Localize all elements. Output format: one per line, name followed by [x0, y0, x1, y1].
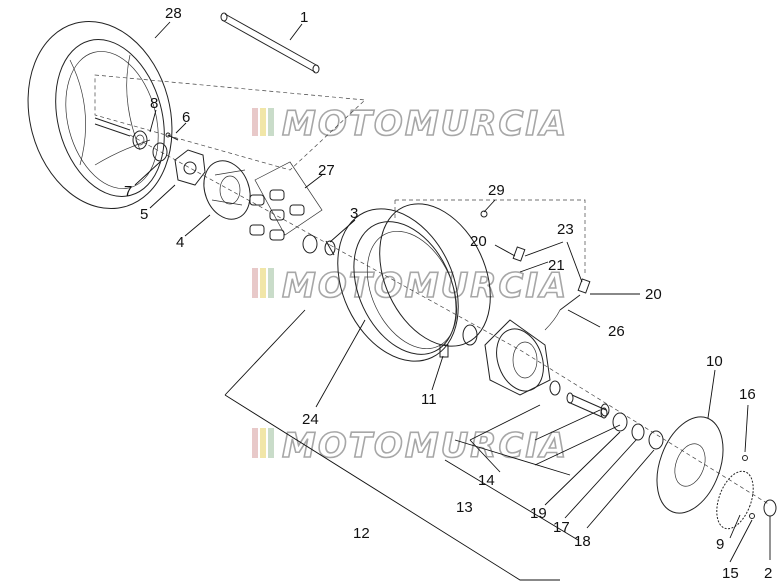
- label-part-29: 29: [488, 182, 505, 199]
- part-weight-11: [439, 344, 449, 358]
- label-part-20-b: 20: [645, 286, 662, 303]
- part-seal-7: [152, 142, 168, 162]
- label-part-8: 8: [150, 95, 158, 112]
- part-tyre: [27, 20, 173, 210]
- part-spacer-14: [566, 392, 608, 419]
- label-part-24: 24: [302, 411, 319, 428]
- part-flange-5: [174, 149, 206, 186]
- part-bearing-small: [600, 403, 610, 417]
- axis-line-left: [94, 74, 366, 171]
- leader-lines: [134, 21, 771, 581]
- part-seal-small: [549, 380, 561, 396]
- part-axle: [220, 12, 320, 74]
- label-part-15: 15: [722, 565, 739, 582]
- label-part-27: 27: [318, 162, 335, 179]
- part-dampers-27: [249, 161, 323, 241]
- label-part-23: 23: [557, 221, 574, 238]
- label-part-10: 10: [706, 353, 723, 370]
- label-part-26: 26: [608, 323, 625, 340]
- part-hub: [462, 319, 551, 396]
- svg-text:MOTOMURCIA: MOTOMURCIA: [282, 104, 568, 144]
- label-part-21: 21: [548, 257, 565, 274]
- part-bearing-8: [132, 130, 148, 150]
- label-part-5: 5: [140, 206, 148, 223]
- watermark-top: MOTOMURCIA: [252, 103, 568, 145]
- part-nut-2: [763, 499, 777, 517]
- label-part-18: 18: [574, 533, 591, 550]
- label-part-19: 19: [530, 505, 547, 522]
- label-part-1: 1: [300, 9, 308, 26]
- label-part-17: 17: [553, 519, 570, 536]
- part-drive-hub-4: [203, 160, 251, 220]
- label-part-12: 12: [353, 525, 370, 542]
- part-sprocket-9: [716, 470, 754, 530]
- label-part-11: 11: [421, 391, 437, 408]
- label-part-2: 2: [764, 565, 772, 582]
- part-bolt-15: [749, 513, 755, 519]
- watermark-middle: MOTOMURCIA: [252, 265, 568, 307]
- part-bearing-3: [302, 234, 336, 256]
- part-brake-disc-10: [656, 416, 724, 514]
- label-part-14: 14: [478, 472, 495, 489]
- label-part-20-a: 20: [470, 233, 487, 250]
- label-part-16: 16: [739, 386, 756, 403]
- label-part-9: 9: [716, 536, 724, 553]
- part-number-labels: 1 2 3 4 5 6 7 8 9 10 11 12 13 14 15 16 1…: [124, 5, 772, 582]
- label-part-7: 7: [124, 183, 132, 200]
- svg-text:MOTOMURCIA: MOTOMURCIA: [282, 426, 568, 466]
- part-nut-16: [742, 455, 748, 461]
- label-part-13: 13: [456, 499, 473, 516]
- part-screw-6: [165, 132, 179, 141]
- part-rim-24: [337, 203, 491, 362]
- part-valve: [512, 246, 591, 331]
- part-seal-17: [631, 423, 645, 441]
- label-part-6: 6: [182, 109, 190, 126]
- label-part-28: 28: [165, 5, 182, 22]
- part-seal-18: [648, 430, 664, 450]
- svg-text:MOTOMURCIA: MOTOMURCIA: [282, 266, 568, 306]
- axis-line-29: [394, 199, 586, 275]
- part-screw-29: [480, 210, 488, 218]
- part-bearing-19: [612, 412, 628, 432]
- label-part-3: 3: [350, 205, 358, 222]
- label-part-4: 4: [176, 234, 184, 251]
